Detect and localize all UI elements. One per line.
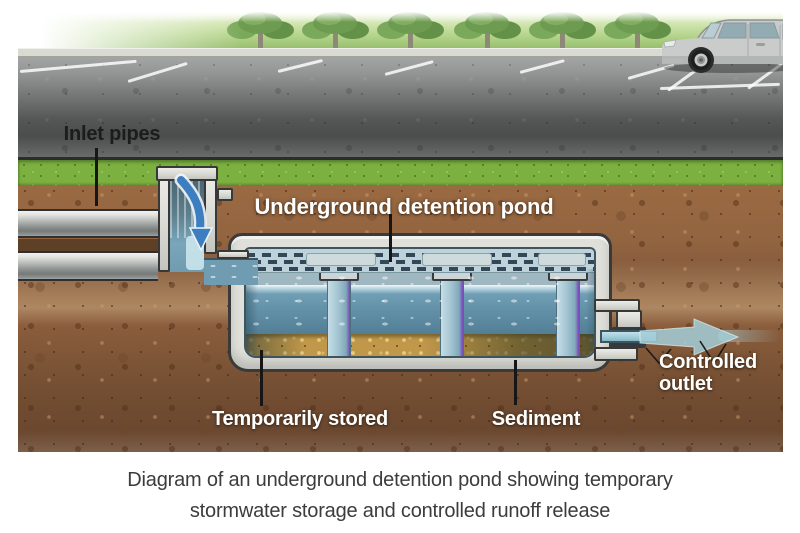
leader-line-sediment bbox=[514, 360, 517, 405]
top-fade bbox=[18, 8, 783, 22]
temporarily-stored-label: Temporarily stored bbox=[211, 408, 389, 430]
caption-line-1: Diagram of an underground detention pond… bbox=[127, 469, 673, 491]
outlet-structure-bottom bbox=[594, 347, 638, 361]
caption-line-2: stormwater storage and controlled runoff… bbox=[189, 500, 611, 522]
catch-basin-step bbox=[217, 188, 233, 201]
inlet-pipes-label: Inlet pipes bbox=[63, 123, 161, 145]
parked-car bbox=[662, 19, 783, 73]
grate-perforations bbox=[246, 253, 594, 257]
grate-perforations bbox=[246, 267, 594, 271]
soil-between-pipes bbox=[18, 239, 158, 251]
grate-panel bbox=[422, 253, 492, 266]
curb bbox=[18, 48, 783, 58]
grate-perforations bbox=[246, 260, 594, 264]
inlet-pipe-upper bbox=[18, 209, 158, 238]
controlled-outlet-label: Controlled outlet bbox=[659, 351, 757, 395]
inlet-channel-water bbox=[204, 258, 258, 285]
inlet-flow-arrow-icon bbox=[174, 173, 214, 252]
sediment-label: Sediment bbox=[491, 408, 581, 430]
water-speckles bbox=[246, 271, 594, 334]
grate-panel bbox=[538, 253, 586, 266]
outlet-leader-marks bbox=[645, 340, 727, 365]
detention-pond-illustration: Inlet pipes Underground detention pond T… bbox=[18, 8, 783, 452]
detention-pond-label: Underground detention pond bbox=[254, 194, 554, 219]
outlet-flow-arrow-icon bbox=[639, 318, 740, 356]
inner-wall-shade bbox=[586, 269, 594, 356]
inner-wall-shade bbox=[246, 269, 258, 356]
figure-caption: Diagram of an underground detention pond… bbox=[0, 469, 800, 533]
flow-arrow-overlay bbox=[174, 173, 740, 365]
leader-line-detention-pond bbox=[389, 214, 392, 262]
grate-panel bbox=[306, 253, 376, 266]
asphalt-edge-line bbox=[18, 157, 783, 161]
leader-line-temporarily-stored bbox=[260, 350, 263, 406]
leader-line-inlet-pipes bbox=[95, 148, 98, 206]
inlet-channel-top bbox=[217, 250, 249, 259]
sediment-shading bbox=[422, 334, 594, 356]
detention-tank-interior bbox=[244, 247, 596, 358]
grass-strip bbox=[18, 160, 783, 186]
inlet-pipe-lower bbox=[18, 251, 158, 281]
